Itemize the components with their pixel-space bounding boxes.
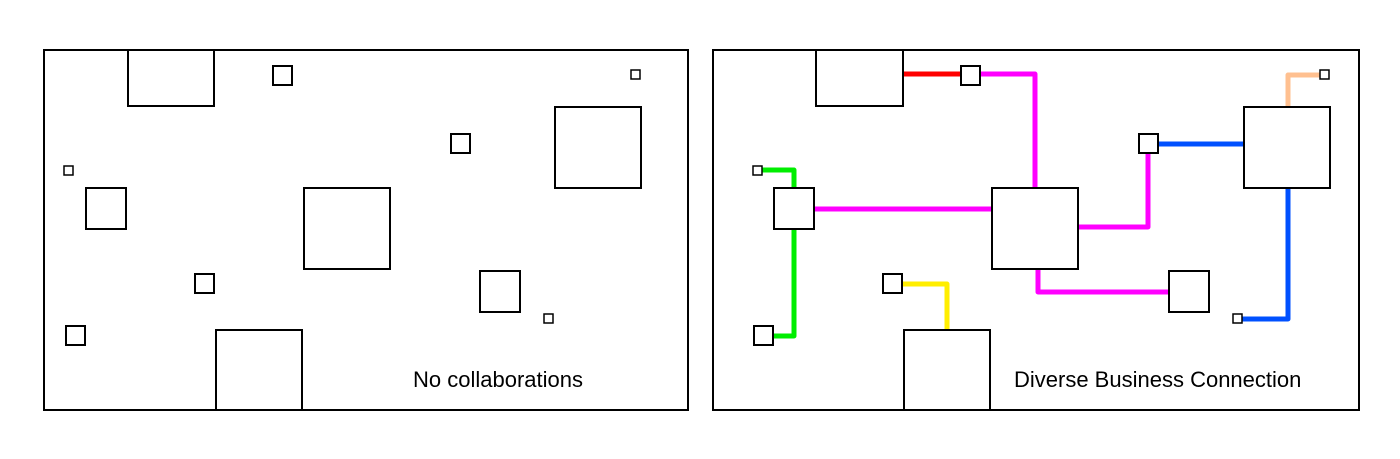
right-node-left-tiny [752,165,763,176]
connection-blue-bottom [1242,188,1291,322]
right-node-left-medium [773,187,815,230]
connection-green-top [762,167,797,188]
right-node-right-tiny [1232,313,1243,324]
left-node-center-small [194,273,215,294]
connection-magenta-upper-right [1078,153,1151,230]
left-node-mid-small [450,133,471,154]
right-node-bottom-left-small [753,325,774,346]
left-node-bottom-large [215,329,303,411]
right-panel-label: Diverse Business Connection [1014,367,1302,392]
left-node-bottom-left-small [65,325,86,346]
right-connections [762,71,1320,339]
left-node-right-tiny [543,313,554,324]
right-node-center-small [882,273,903,294]
left-node-center-large [303,187,391,270]
left-panel [43,49,689,411]
left-node-top-right-tiny [630,69,641,80]
left-node-left-medium [85,187,127,230]
connection-magenta-top [981,71,1038,188]
right-panel [712,49,1360,411]
connection-magenta-lower [1035,269,1169,295]
right-node-top-large [815,49,904,107]
right-node-right-large [1243,106,1331,189]
right-node-bottom-large [903,329,991,411]
left-node-right-medium [479,270,521,313]
left-node-right-large [554,106,642,189]
left-node-top-small [272,65,293,86]
left-node-left-tiny [63,165,74,176]
right-node-center-large [991,187,1079,270]
right-node-top-small [960,65,981,86]
right-node-top-right-tiny [1319,69,1330,80]
connection-green-bottom [773,229,797,339]
right-node-right-medium [1168,270,1210,313]
connection-yellow [902,281,950,330]
right-node-mid-small [1138,133,1159,154]
left-panel-label: No collaborations [413,367,583,392]
left-node-top-large [127,49,215,107]
connection-peach [1285,72,1320,107]
